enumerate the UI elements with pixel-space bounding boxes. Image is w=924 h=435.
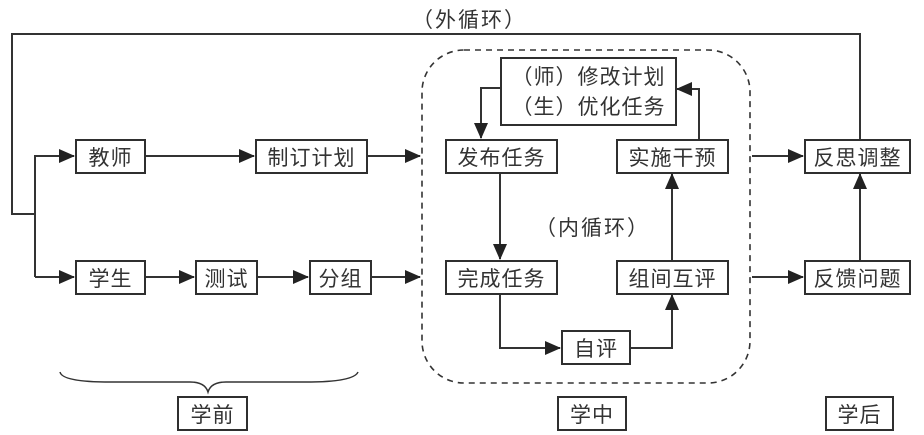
phase-after: 学后 <box>825 396 894 431</box>
edge-intervene-revise <box>676 82 700 139</box>
edge-revise-publish <box>474 87 500 139</box>
node-feedback: 反馈问题 <box>804 260 911 295</box>
inner-loop-boundary <box>421 49 751 384</box>
phase-before: 学前 <box>177 396 248 431</box>
revise-plan-line2: （生）优化任务 <box>511 94 666 119</box>
node-intervene: 实施干预 <box>616 139 729 174</box>
node-make-plan: 制订计划 <box>255 139 368 174</box>
edge-complete-self <box>499 294 561 355</box>
node-student: 学生 <box>75 260 146 295</box>
node-teacher: 教师 <box>75 139 146 174</box>
node-test: 测试 <box>195 260 258 295</box>
outer-loop-label: （外循环） <box>412 8 527 32</box>
inner-loop-label: （内循环） <box>535 216 650 240</box>
node-complete-task: 完成任务 <box>445 260 558 295</box>
node-self-review: 自评 <box>561 330 631 365</box>
before-phase-brace <box>59 371 359 395</box>
phase-during: 学中 <box>557 396 627 431</box>
node-peer-review: 组间互评 <box>616 260 729 295</box>
revise-plan-line1: （师）修改计划 <box>511 64 666 89</box>
outer-loop-line <box>11 33 861 215</box>
node-revise-plan: （师）修改计划 （生）优化任务 <box>500 57 677 126</box>
node-publish-task: 发布任务 <box>445 139 558 174</box>
node-group: 分组 <box>309 260 372 295</box>
node-reflect-adjust: 反思调整 <box>804 139 911 174</box>
edge-self-peer <box>630 294 679 349</box>
